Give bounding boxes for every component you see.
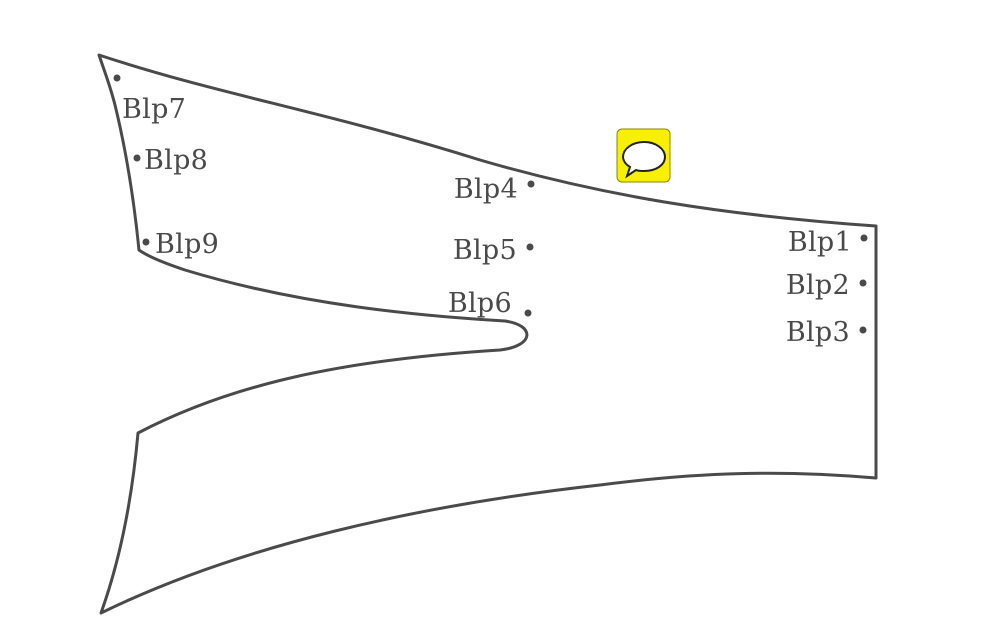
blp1-dot <box>860 234 868 242</box>
blp2-label: Blp2 <box>786 270 850 301</box>
blp-dots <box>113 74 868 334</box>
blp6-label: Blp6 <box>448 288 512 319</box>
blp7-dot <box>113 74 121 82</box>
blp3-label: Blp3 <box>786 317 850 348</box>
blp2-dot <box>859 279 867 287</box>
blp5-dot <box>526 243 534 251</box>
pattern-piece-outline <box>97 53 878 615</box>
blp4-dot <box>527 180 535 188</box>
blp4-label: Blp4 <box>454 174 518 205</box>
blp8-dot <box>133 154 141 162</box>
speech-bubble-icon[interactable] <box>616 128 671 183</box>
blp3-dot <box>859 326 867 334</box>
blp8-label: Blp8 <box>144 145 208 176</box>
blp9-label: Blp9 <box>155 229 219 260</box>
blp9-dot <box>142 238 150 246</box>
blp-labels: Blp1 Blp2 Blp3 Blp4 Blp5 Blp6 Blp7 Blp8 … <box>122 94 852 348</box>
blp6-dot <box>524 309 532 317</box>
blp1-label: Blp1 <box>788 227 852 258</box>
blp5-label: Blp5 <box>453 235 517 266</box>
blp7-label: Blp7 <box>122 94 186 125</box>
